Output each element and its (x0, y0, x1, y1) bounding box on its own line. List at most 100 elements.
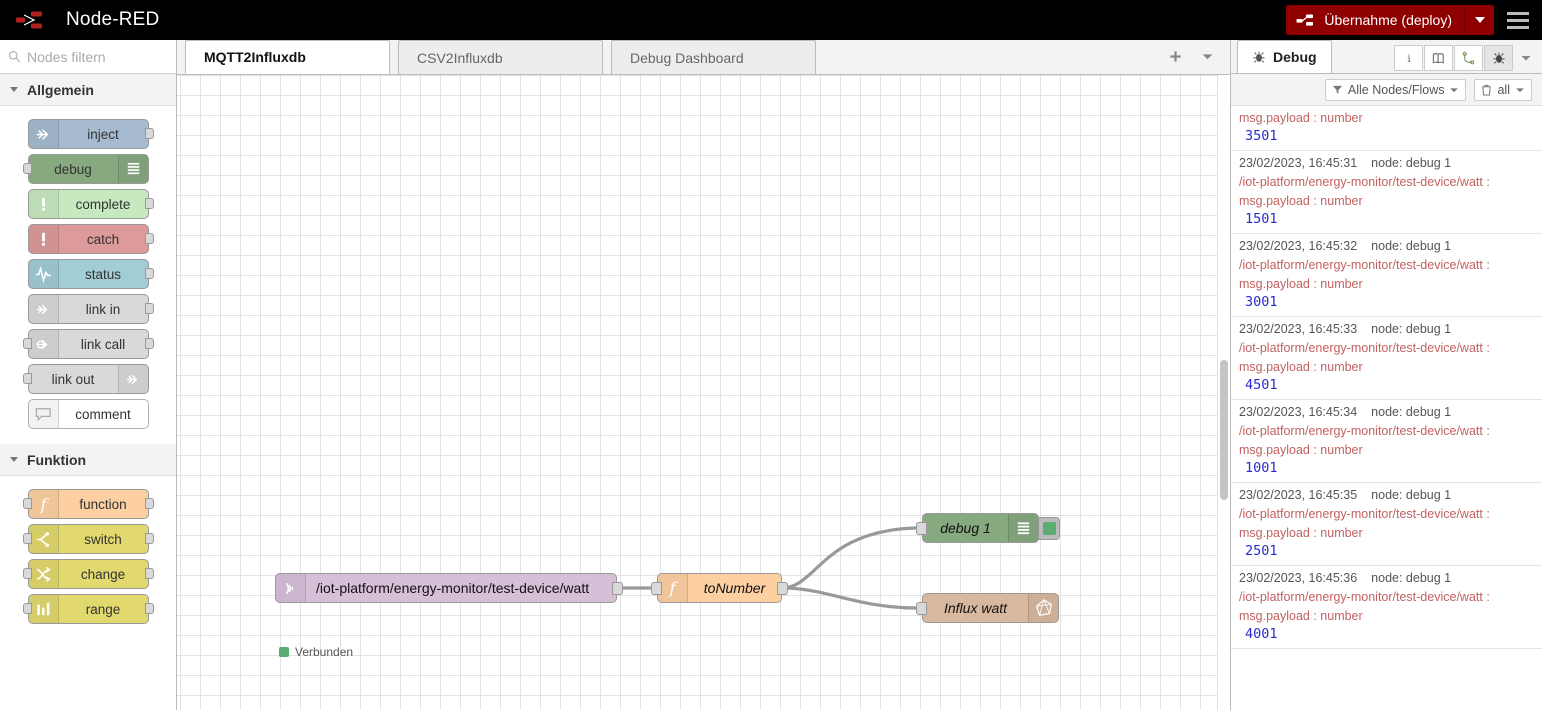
flow-menu-button[interactable] (1194, 44, 1220, 68)
palette-node-output-port (144, 498, 154, 509)
debug-toolbar: Alle Nodes/Flows all (1231, 74, 1542, 106)
search-input[interactable] (27, 48, 167, 65)
node-input-port[interactable] (916, 602, 927, 615)
flow-tab-debug-dashboard[interactable]: Debug Dashboard (611, 40, 816, 74)
deploy-nodes-icon (1296, 14, 1314, 26)
palette-node-label: change (80, 566, 126, 582)
flow-node-label: /iot-platform/energy-monitor/test-device… (316, 580, 590, 596)
inject-arrow-icon (28, 120, 59, 148)
debug-message-timestamp: 23/02/2023, 16:45:31 (1239, 156, 1358, 170)
palette-node-catch[interactable]: catch (27, 224, 154, 254)
palette-node-link-out[interactable]: link out (22, 364, 149, 394)
deploy-options-button[interactable] (1464, 5, 1494, 35)
node-red-logo-icon (16, 11, 42, 29)
debug-message-topic: /iot-platform/energy-monitor/test-device… (1239, 507, 1490, 521)
palette-category-label: Funktion (27, 451, 87, 468)
chevron-down-icon (10, 457, 18, 462)
palette-node-label: debug (54, 161, 92, 177)
flow-node-label: debug 1 (940, 520, 991, 536)
flow-node-mqtt-in[interactable]: /iot-platform/energy-monitor/test-device… (275, 573, 623, 603)
node-input-port[interactable] (916, 522, 927, 535)
bug-icon (1253, 51, 1265, 63)
palette-node-label: link call (80, 336, 126, 352)
palette-node-link-call[interactable]: link call (22, 329, 154, 359)
chevron-down-icon (1521, 56, 1531, 61)
palette-node-inject[interactable]: inject (27, 119, 154, 149)
mqtt-signal-icon (276, 574, 306, 602)
palette-category-allgemein[interactable]: Allgemein (0, 74, 176, 106)
deploy-button[interactable]: Übernahme (deploy) (1286, 5, 1464, 35)
debug-message-property: msg.payload : number (1239, 111, 1363, 125)
debug-message-node: node: debug 1 (1371, 488, 1452, 502)
bug-icon[interactable] (1484, 45, 1513, 71)
flow-tab-csv2influxdb[interactable]: CSV2Influxdb (398, 40, 603, 74)
palette-node-range[interactable]: range (22, 594, 154, 624)
chevron-down-icon (1450, 87, 1459, 92)
flow-tab-mqtt2influxdb[interactable]: MQTT2Influxdb (185, 40, 390, 74)
sidebar-tab-label: Debug (1273, 49, 1317, 65)
debug-message-topic: /iot-platform/energy-monitor/test-device… (1239, 341, 1490, 355)
flow-tab-label: MQTT2Influxdb (204, 49, 306, 65)
debug-clear-label: all (1497, 82, 1510, 97)
flow-node-debug[interactable]: debug 1 (916, 513, 1060, 543)
palette-node-link-in[interactable]: link in (27, 294, 154, 324)
canvas-vertical-scrollbar[interactable] (1220, 360, 1228, 500)
flow-node-function[interactable]: f toNumber (651, 573, 788, 603)
svg-text:i: i (1407, 53, 1411, 65)
palette-node-input-port (22, 338, 32, 349)
debug-message-timestamp: 23/02/2023, 16:45:33 (1239, 322, 1358, 336)
tab-debug[interactable]: Debug (1237, 40, 1332, 73)
palette-node-input-port (22, 533, 32, 544)
debug-filter-select[interactable]: Alle Nodes/Flows (1324, 78, 1467, 101)
palette-node-status[interactable]: status (27, 259, 154, 289)
debug-toggle-button[interactable] (1038, 517, 1060, 540)
debug-message-value: 1001 (1245, 460, 1278, 476)
sidebar-more-button[interactable] (1514, 45, 1538, 71)
node-input-port[interactable] (651, 582, 662, 595)
palette-category-funktion[interactable]: Funktion (0, 444, 176, 476)
palette-node-output-port (144, 233, 154, 244)
node-palette: Allgemein inject debug complete catch status l… (0, 40, 177, 710)
change-icon (28, 560, 59, 588)
node-output-port[interactable] (612, 582, 623, 595)
brand-logo: Node-RED (0, 9, 159, 31)
palette-search[interactable] (0, 40, 176, 74)
palette-node-debug[interactable]: debug (22, 154, 149, 184)
debug-clear-select[interactable]: all (1474, 78, 1532, 101)
flow-node-influxdb[interactable]: Influx watt (916, 593, 1059, 623)
debug-message-topic: /iot-platform/energy-monitor/test-device… (1239, 590, 1490, 604)
palette-node-comment[interactable]: comment (27, 399, 149, 429)
palette-node-switch[interactable]: switch (22, 524, 154, 554)
switch-icon (28, 525, 59, 553)
help-book-icon[interactable] (1424, 45, 1453, 71)
add-flow-button[interactable] (1162, 44, 1188, 68)
sidebar-tabbar: Debug i (1231, 40, 1542, 74)
debug-message-node: node: debug 1 (1371, 405, 1452, 419)
palette-node-change[interactable]: change (22, 559, 154, 589)
info-icon[interactable]: i (1394, 45, 1423, 71)
palette-categories: Allgemein inject debug complete catch status l… (0, 74, 176, 639)
node-status: Verbunden (279, 645, 353, 659)
debug-message-property: msg.payload : number (1239, 194, 1363, 208)
palette-node-complete[interactable]: complete (27, 189, 154, 219)
node-output-port[interactable] (777, 582, 788, 595)
flow-canvas[interactable]: /iot-platform/energy-monitor/test-device… (177, 75, 1230, 710)
palette-node-input-port (22, 373, 32, 384)
palette-node-input-port (22, 603, 32, 614)
config-nodes-icon[interactable] (1454, 45, 1483, 71)
hamburger-menu-icon (1507, 25, 1529, 29)
function-f-icon: f (28, 490, 59, 518)
exclamation-icon (28, 190, 59, 218)
main-menu-button[interactable] (1494, 0, 1542, 40)
